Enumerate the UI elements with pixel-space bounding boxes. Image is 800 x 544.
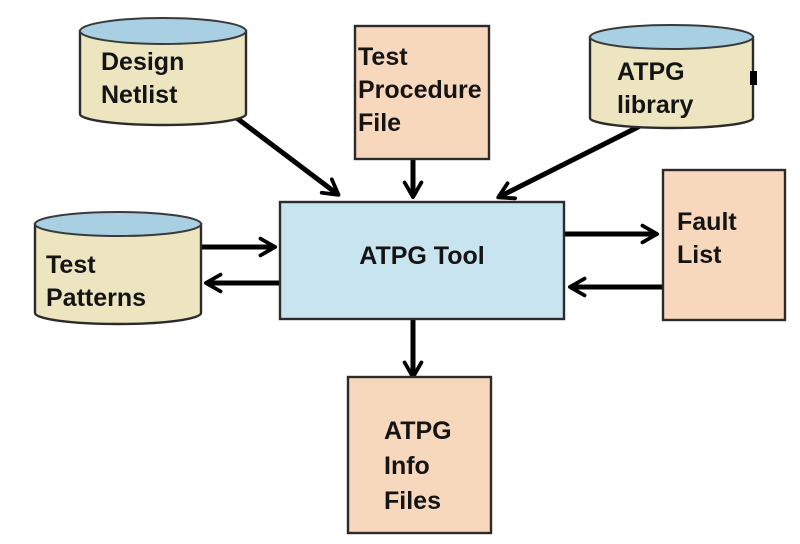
atpg-tool-label: ATPG Tool	[359, 242, 485, 270]
design-netlist-label: Design Netlist	[101, 48, 185, 109]
smudge-mark	[750, 71, 757, 85]
test-procedure-file-box	[353, 24, 491, 161]
atpg-library-cylinder	[588, 35, 755, 130]
test-procedure-file-label: Test Procedure File	[358, 43, 482, 137]
arrow-atpg-library-to-atpg-tool	[496, 123, 642, 201]
test-patterns-cylinder	[33, 222, 203, 326]
design-netlist-cylinder-top	[79, 17, 247, 45]
design-netlist-cylinder	[78, 29, 248, 127]
test-patterns-cylinder-top	[34, 211, 202, 237]
atpg-info-files-box	[346, 375, 493, 535]
test-patterns-label: Test Patterns	[46, 251, 147, 312]
atpg-tool-box	[278, 200, 566, 321]
atpg-library-cylinder-top	[589, 24, 754, 50]
fault-list-box	[661, 168, 787, 322]
arrow-design-netlist-to-atpg-tool	[228, 111, 341, 197]
atpg-info-files-label: ATPG Info Files	[384, 417, 452, 515]
fault-list-label: Fault List	[677, 208, 737, 269]
atpg-library-label: ATPG library	[617, 58, 694, 119]
